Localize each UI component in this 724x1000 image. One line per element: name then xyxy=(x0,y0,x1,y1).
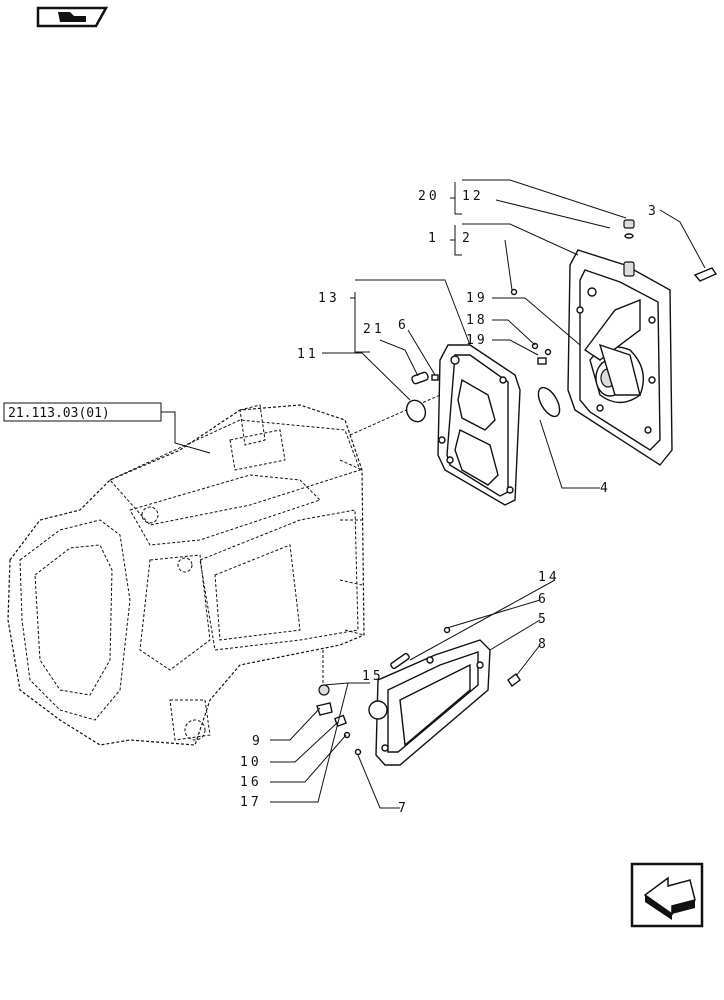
callout-1: 1 xyxy=(428,231,439,246)
callout-6-lower: 6 xyxy=(538,592,549,607)
callout-14: 14 xyxy=(538,570,560,585)
callout-10: 10 xyxy=(240,755,262,770)
callout-19-lower: 19 xyxy=(466,333,488,348)
callout-3: 3 xyxy=(648,204,659,219)
reference-label: 21.113.03(01) xyxy=(8,406,110,421)
transmission-housing xyxy=(7,404,365,746)
callout-13: 13 xyxy=(318,291,340,306)
side-cover-plate xyxy=(368,639,491,766)
callout-6-upper: 6 xyxy=(398,318,409,333)
callout-4: 4 xyxy=(600,481,611,496)
callout-18: 18 xyxy=(466,313,488,328)
next-page-arrow-icon[interactable] xyxy=(630,862,704,928)
callout-19-upper: 19 xyxy=(466,291,488,306)
callout-21: 21 xyxy=(363,322,385,337)
callout-20: 20 xyxy=(418,189,440,204)
callout-12: 12 xyxy=(462,189,484,204)
callout-11: 11 xyxy=(297,347,319,362)
book-icon[interactable] xyxy=(36,6,109,28)
gasket-plate xyxy=(437,344,521,506)
callout-7: 7 xyxy=(398,801,409,816)
callout-16: 16 xyxy=(240,775,262,790)
small-parts xyxy=(316,219,718,756)
rear-cover-plate xyxy=(567,249,673,466)
callout-2: 2 xyxy=(462,231,473,246)
alignment-line xyxy=(349,394,441,436)
callout-5: 5 xyxy=(538,612,549,627)
callout-9: 9 xyxy=(252,734,263,749)
callout-17: 17 xyxy=(240,795,262,810)
callout-8: 8 xyxy=(538,637,549,652)
callout-15: 15 xyxy=(362,669,384,684)
